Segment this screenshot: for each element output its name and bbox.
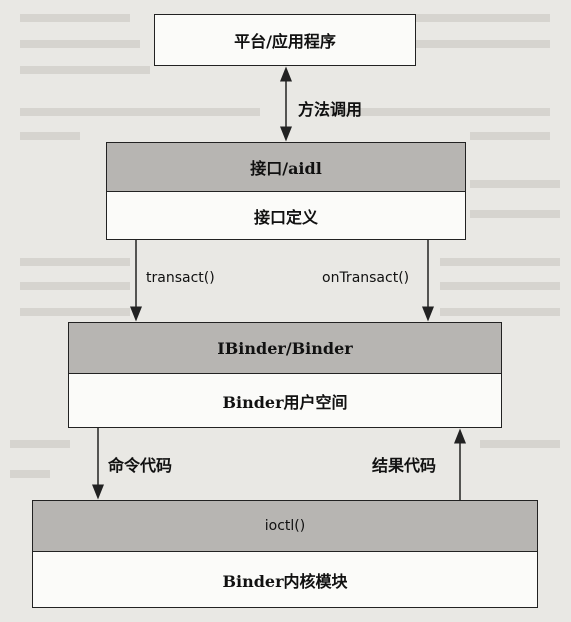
on-transact-label: onTransact() — [322, 270, 410, 286]
app-box: 平台/应用程序 — [154, 14, 416, 66]
command-code-label: 命令代码 — [108, 456, 173, 475]
aidl-subtitle: 接口定义 — [253, 207, 318, 227]
transact-label: transact() — [146, 270, 215, 286]
aidl-body: 接口定义 — [107, 191, 465, 239]
kernel-header: ioctl() — [33, 501, 537, 551]
kernel-body: Binder内核模块 — [33, 551, 537, 607]
app-label: 平台/应用程序 — [234, 32, 336, 51]
binder-header: IBinder/Binder — [69, 323, 501, 373]
binder-subtitle: Binder用户空间 — [222, 392, 348, 412]
result-code-label: 结果代码 — [372, 456, 437, 475]
aidl-box: 接口/aidl 接口定义 — [106, 142, 466, 240]
method-call-label: 方法调用 — [298, 100, 363, 119]
kernel-subtitle: Binder内核模块 — [222, 571, 348, 591]
binder-body: Binder用户空间 — [69, 373, 501, 427]
binder-title: IBinder/Binder — [217, 338, 353, 358]
aidl-header: 接口/aidl — [107, 143, 465, 191]
aidl-title: 接口/aidl — [250, 159, 322, 178]
binder-box: IBinder/Binder Binder用户空间 — [68, 322, 502, 428]
kernel-box: ioctl() Binder内核模块 — [32, 500, 538, 608]
kernel-title: ioctl() — [264, 518, 306, 534]
